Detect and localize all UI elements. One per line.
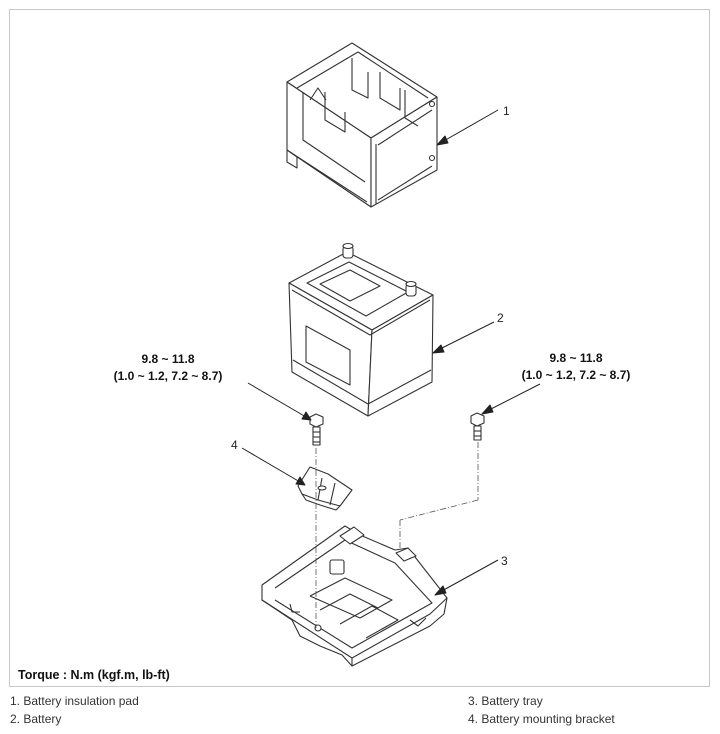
callout-2: 2 xyxy=(497,311,504,325)
torque-right-units: (1.0 ~ 1.2, 7.2 ~ 8.7) xyxy=(522,368,631,382)
mounting-bracket xyxy=(297,466,353,511)
torque-left-units: (1.0 ~ 1.2, 7.2 ~ 8.7) xyxy=(114,369,223,383)
torque-right-value: 9.8 ~ 11.8 xyxy=(549,351,602,365)
insulation-pad xyxy=(286,42,438,208)
alignment-lines xyxy=(315,442,479,628)
leader-lines xyxy=(241,109,541,596)
bolt-right xyxy=(470,412,485,441)
callout-1: 1 xyxy=(503,104,510,118)
legend-item-4: 4. Battery mounting bracket xyxy=(468,712,615,726)
torque-unit-note: Torque : N.m (kgf.m, lb-ft) xyxy=(18,668,170,682)
legend-item-2: 2. Battery xyxy=(10,712,62,726)
battery-tray xyxy=(261,525,448,667)
callout-3: 3 xyxy=(501,554,508,568)
legend-item-3: 3. Battery tray xyxy=(468,694,543,708)
battery xyxy=(288,242,434,417)
bolt-left xyxy=(309,413,324,446)
torque-left-value: 9.8 ~ 11.8 xyxy=(141,352,194,366)
callout-4: 4 xyxy=(231,438,238,452)
legend-item-1: 1. Battery insulation pad xyxy=(10,694,139,708)
